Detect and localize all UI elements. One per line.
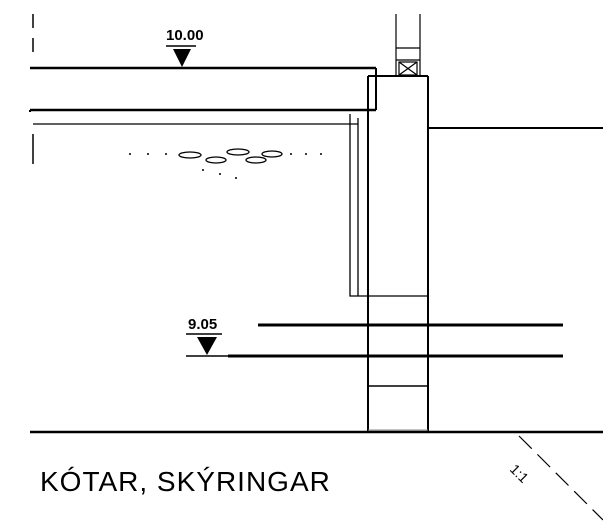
level-top-label: 10.00	[166, 27, 204, 44]
level-lower-label: 9.05	[188, 316, 217, 333]
level-triangle-icon	[197, 337, 217, 355]
column-cap	[395, 14, 421, 76]
aggregate-symbols	[178, 148, 283, 164]
level-marker-top: 10.00	[166, 27, 204, 67]
water-level-lines	[228, 323, 563, 358]
under-slab-line	[33, 114, 428, 297]
drawing-title: KÓTAR, SKÝRINGAR	[40, 466, 331, 497]
level-marker-lower: 9.05	[186, 316, 228, 357]
level-triangle-icon	[173, 49, 191, 67]
slope-line	[518, 435, 603, 521]
slope-scale-label: 1:1	[507, 461, 532, 486]
top-slab	[29, 66, 377, 112]
aggregate-dots	[129, 153, 322, 179]
column	[367, 75, 429, 432]
